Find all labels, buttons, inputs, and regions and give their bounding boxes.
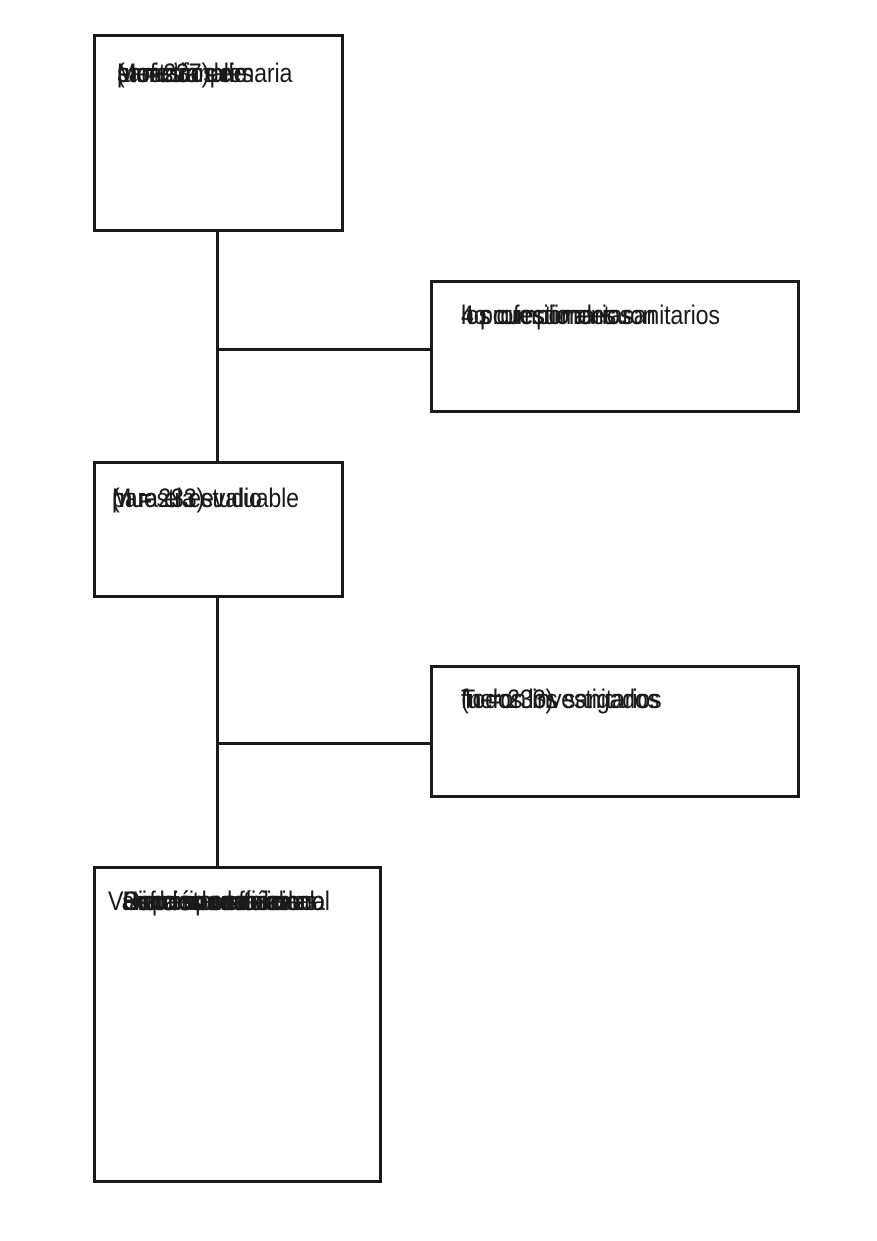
- box-initial-line: profesionales: [117, 58, 253, 88]
- box-excluded: 4 profesionales sanitarios no cumpliment…: [430, 280, 800, 413]
- box-initial-line: (n = 237): [117, 58, 210, 88]
- box-investigated-line: (n = 233): [461, 684, 554, 714]
- box-initial-line: atención primaria: [117, 58, 293, 88]
- box-variables-heading: Variables analizadas:: [108, 886, 324, 916]
- box-investigated: Todos los sanitarios fueron investigados…: [430, 665, 800, 798]
- box-excluded-line: 4 profesionales sanitarios: [461, 300, 720, 330]
- connector-branch-investigated: [216, 742, 432, 745]
- variable-item: Función social: [122, 886, 269, 916]
- variable-item: Recompensa: [122, 886, 258, 916]
- box-evaluable-line: (n = 233): [112, 483, 205, 513]
- connector-vertical-middle: [216, 596, 219, 868]
- box-evaluable-sample: Muestra evaluable para el estudio (n = 2…: [93, 461, 344, 598]
- box-initial-line: Muestra de: [117, 58, 232, 88]
- box-investigated-line: fueron investigados: [461, 684, 660, 714]
- box-investigated-line: Todos los sanitarios: [461, 684, 662, 714]
- box-evaluable-line: Muestra evaluable: [112, 483, 299, 513]
- box-excluded-line: no cumplimentaron: [461, 300, 656, 330]
- box-excluded-line: los cuestionarios: [461, 300, 632, 330]
- variable-item: Esfuerzo extrínseco: [122, 886, 325, 916]
- connector-vertical-top: [216, 230, 219, 463]
- box-initial-sample: Muestra de profesionales sanitarios de a…: [93, 34, 344, 232]
- connector-branch-excluded: [216, 348, 432, 351]
- variable-item: Capacidad física: [122, 886, 292, 916]
- box-evaluable-line: para el estudio: [112, 483, 262, 513]
- box-variables: Variables analizadas: Capacidad física F…: [93, 866, 382, 1183]
- variable-item: Bienestar social: [122, 886, 284, 916]
- box-initial-line: sanitarios de: [117, 58, 247, 88]
- variable-item: Bienestar emocional: [122, 886, 330, 916]
- variable-item: Función emocional: [122, 886, 315, 916]
